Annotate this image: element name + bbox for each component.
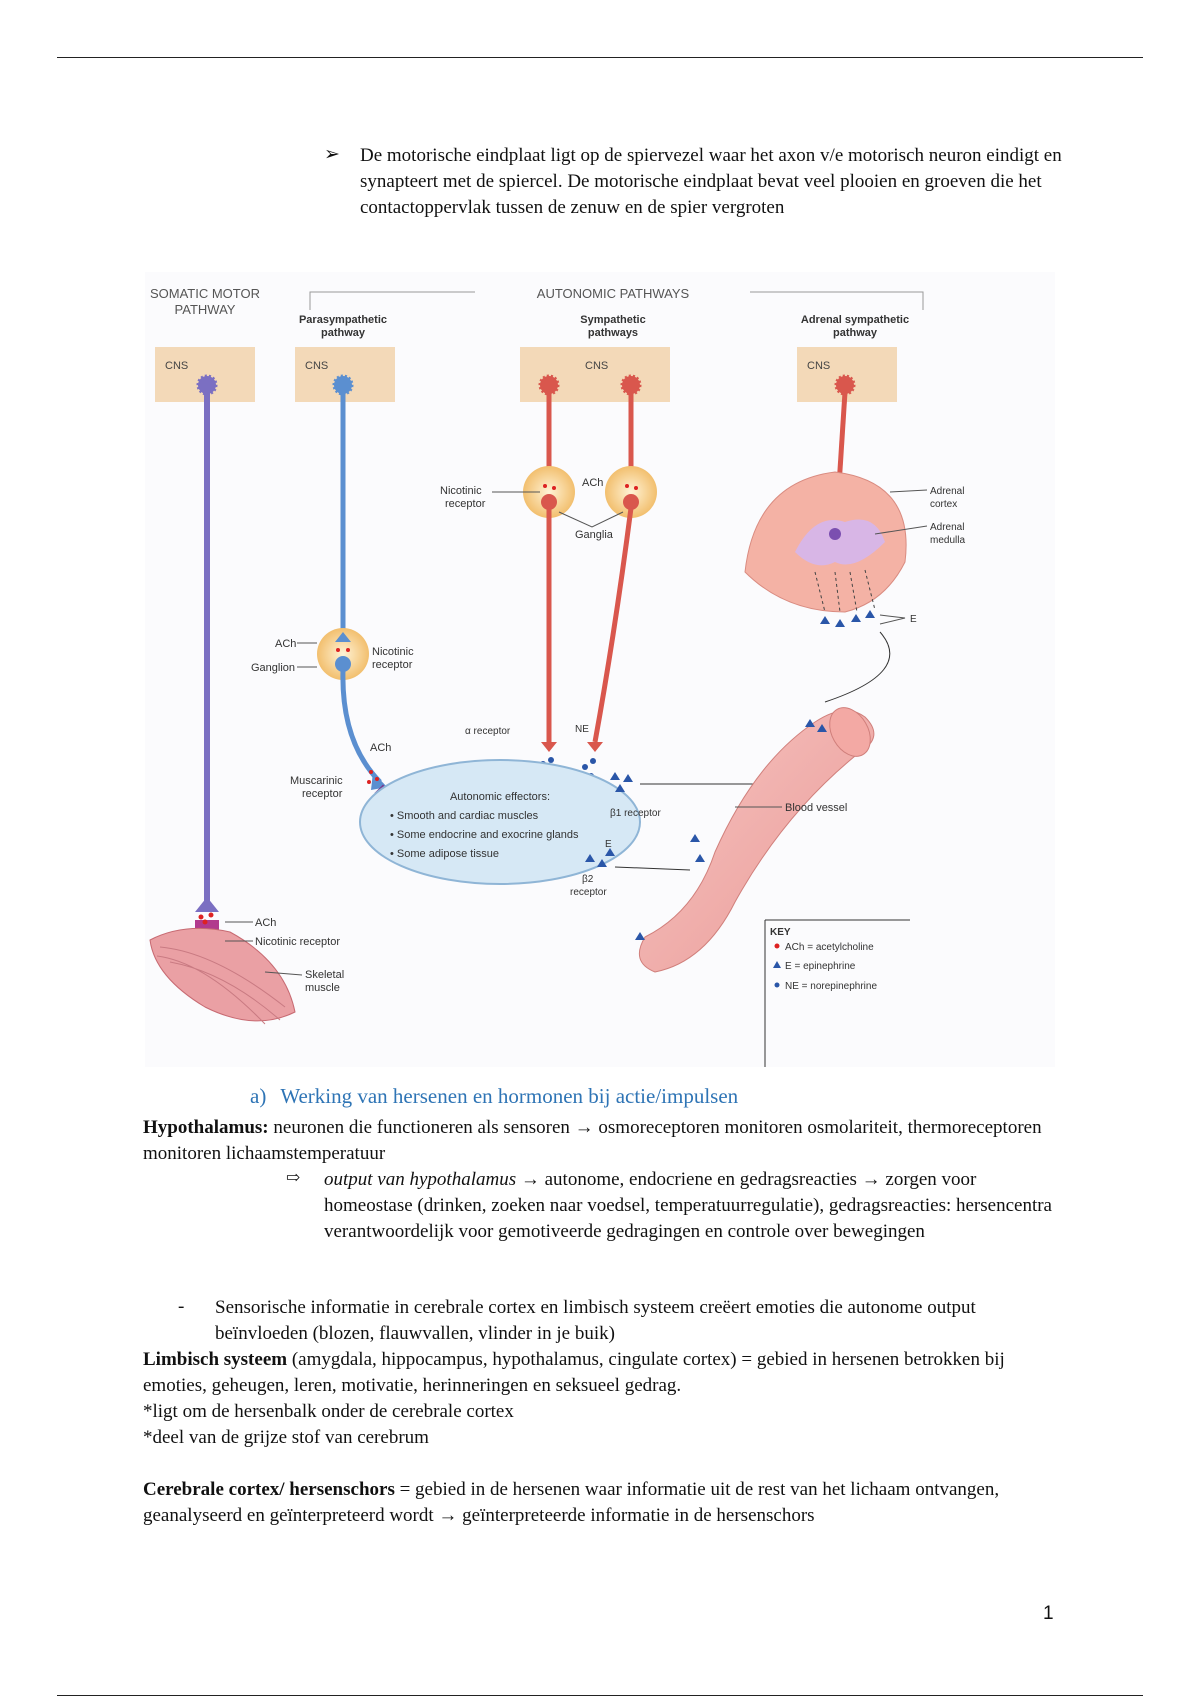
adrenal-medulla-label-2: medulla: [930, 535, 965, 546]
symp-nicotinic-label: Nicotinic: [440, 485, 482, 497]
beta2-label: β2: [582, 874, 594, 885]
somatic-title-2: PATHWAY: [175, 302, 236, 317]
muscarinic-label-2: receptor: [302, 788, 343, 800]
symp-ganglion-2: [605, 466, 657, 518]
ne-label: NE: [575, 724, 589, 735]
autonomic-pathways-figure: SOMATIC MOTOR PATHWAY AUTONOMIC PATHWAYS…: [145, 272, 1055, 1067]
epinephrine-triangles-adrenal: [820, 610, 875, 627]
bottom-rule: [57, 1695, 1143, 1696]
cns-label-somatic: CNS: [165, 360, 188, 372]
hypothalamus-output-italic: output van hypothalamus: [324, 1169, 517, 1190]
blood-vessel-label: Blood vessel: [785, 802, 847, 814]
epinephrine-triangles-effector: [585, 772, 633, 867]
effector-item-1: • Smooth and cardiac muscles: [390, 810, 539, 822]
beta2-label-2: receptor: [570, 887, 607, 898]
key-e: E = epinephrine: [785, 961, 856, 972]
symp-title-2: pathways: [588, 327, 638, 339]
symp-ganglion-1: [523, 466, 575, 518]
cortex-text: = gebied in de hersenen waar informatie …: [143, 1479, 1000, 1526]
hypothalamus-term: Hypothalamus:: [143, 1117, 269, 1138]
adrenal-neuron-body: [834, 374, 856, 396]
top-rule: [57, 57, 1143, 58]
somatic-ach-label: ACh: [255, 917, 276, 929]
intro-paragraph: De motorische eindplaat ligt op de spier…: [360, 145, 1062, 218]
symp-neuron-body-2: [620, 374, 642, 396]
dash-bullet: -: [178, 1296, 185, 1317]
somatic-title: SOMATIC MOTOR: [150, 286, 260, 301]
cns-label-adrenal: CNS: [807, 360, 830, 372]
symp-ach-label: ACh: [582, 477, 603, 489]
autonomic-title: AUTONOMIC PATHWAYS: [537, 286, 690, 301]
sensory-paragraph: Sensorische informatie in cerebrale cort…: [215, 1297, 976, 1344]
autonomic-effectors: [359, 759, 641, 885]
somatic-neuron-body: [196, 374, 218, 396]
key-ach: ACh = acetylcholine: [785, 942, 874, 953]
effector-e-label: E: [605, 839, 612, 850]
para-nicotinic-label: Nicotinic: [372, 646, 414, 658]
adrenal-medulla-label: Adrenal: [930, 522, 964, 533]
limbic-term: Limbisch systeem: [143, 1349, 288, 1370]
nicotinic-receptor-label: Nicotinic receptor: [255, 936, 340, 948]
cortex-paragraph: Cerebrale cortex/ hersenschors = gebied …: [143, 1477, 1058, 1529]
beta1-label: β1 receptor: [610, 808, 661, 819]
effector-item-2: • Some endocrine and exocrine glands: [390, 829, 579, 841]
para-ganglion: [317, 628, 369, 680]
cns-label-para: CNS: [305, 360, 328, 372]
symp-neuron-body-1: [538, 374, 560, 396]
section-a-heading: a) Werking van hersenen en hormonen bij a…: [250, 1084, 738, 1109]
symp-title: Sympathetic: [580, 314, 645, 326]
limbic-paragraph: Limbisch systeem (amygdala, hippocampus,…: [143, 1347, 1058, 1399]
hypothalamus-output: output van hypothalamus → autonome, endo…: [324, 1167, 1064, 1245]
muscarinic-label: Muscarinic: [290, 775, 343, 787]
limbic-note-1: *ligt om de hersenbalk onder de cerebral…: [143, 1401, 514, 1422]
key-ne: NE = norepinephrine: [785, 981, 877, 992]
key-title: KEY: [770, 927, 791, 938]
skeletal-label-2: muscle: [305, 982, 340, 994]
limbic-text: (amygdala, hippocampus, hypothalamus, ci…: [143, 1349, 1005, 1396]
bullet-arrow-icon: ➢: [324, 144, 340, 165]
page-number: 1: [1043, 1603, 1054, 1624]
blood-vessel: [638, 710, 875, 973]
hypothalamus-output-text: → autonome, endocriene en gedragsreactie…: [324, 1169, 1052, 1242]
ganglion-label: Ganglion: [251, 662, 295, 674]
section-a-label: a): [250, 1084, 267, 1108]
para-ach-label: ACh: [275, 638, 296, 650]
para-neuron-body: [332, 374, 354, 396]
para-title-2: pathway: [321, 327, 366, 339]
ganglia-label: Ganglia: [575, 529, 614, 541]
symp-postganglionic-2: [592, 507, 634, 743]
alpha-receptor-label: α receptor: [465, 726, 511, 737]
adrenal-cortex-label: Adrenal: [930, 486, 964, 497]
hypothalamus-paragraph: Hypothalamus: neuronen die functioneren …: [143, 1115, 1058, 1167]
para-title: Parasympathetic: [299, 314, 387, 326]
effector-ach-label: ACh: [370, 742, 391, 754]
adrenal-medulla: [795, 519, 885, 566]
adrenal-e-label: E: [910, 614, 917, 625]
adrenal-cortex-label-2: cortex: [930, 499, 957, 510]
outline-arrow-icon: ⇨: [286, 1168, 301, 1187]
cortex-term: Cerebrale cortex/ hersenschors: [143, 1479, 395, 1500]
para-nicotinic-label-2: receptor: [372, 659, 413, 671]
adrenal-title-2: pathway: [833, 327, 878, 339]
hypothalamus-text: neuronen die functioneren als sensoren →…: [143, 1117, 1042, 1164]
symp-nicotinic-label-2: receptor: [445, 498, 486, 510]
skeletal-label: Skeletal: [305, 969, 344, 981]
cns-label-symp: CNS: [585, 360, 608, 372]
limbic-note-2: *deel van de grijze stof van cerebrum: [143, 1427, 429, 1448]
effector-item-3: • Some adipose tissue: [390, 848, 499, 860]
adrenal-title: Adrenal sympathetic: [801, 314, 909, 326]
nicotinic-receptor-shape: [195, 920, 219, 930]
cns-box-symp: [520, 347, 670, 402]
section-a-title: Werking van hersenen en hormonen bij act…: [280, 1084, 739, 1108]
effectors-title: Autonomic effectors:: [450, 791, 550, 803]
